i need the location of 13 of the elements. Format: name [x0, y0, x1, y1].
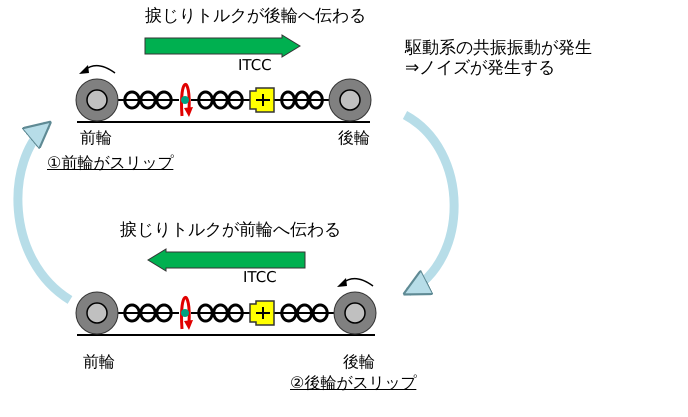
curved-arrow [14, 120, 73, 304]
wheel-label: 前輪 [80, 128, 112, 148]
coupling-label: ITCC [238, 56, 272, 74]
curved-arrow [402, 111, 459, 296]
slip-caption: ①前輪がスリップ [47, 153, 174, 172]
note-text: 駆動系の共振振動が発生⇒ノイズが発生する [405, 38, 593, 79]
torque-caption: 捩じりトルクが後輪へ伝わる [145, 6, 366, 26]
coupling-label: ITCC [243, 268, 277, 286]
wheel-label: 後輪 [338, 128, 370, 148]
wheel-label: 前輪 [83, 352, 115, 372]
slip-caption: ②後輪がスリップ [290, 373, 416, 392]
wheel-label: 後輪 [343, 352, 375, 372]
torque-caption: 捩じりトルクが前輪へ伝わる [120, 220, 341, 240]
